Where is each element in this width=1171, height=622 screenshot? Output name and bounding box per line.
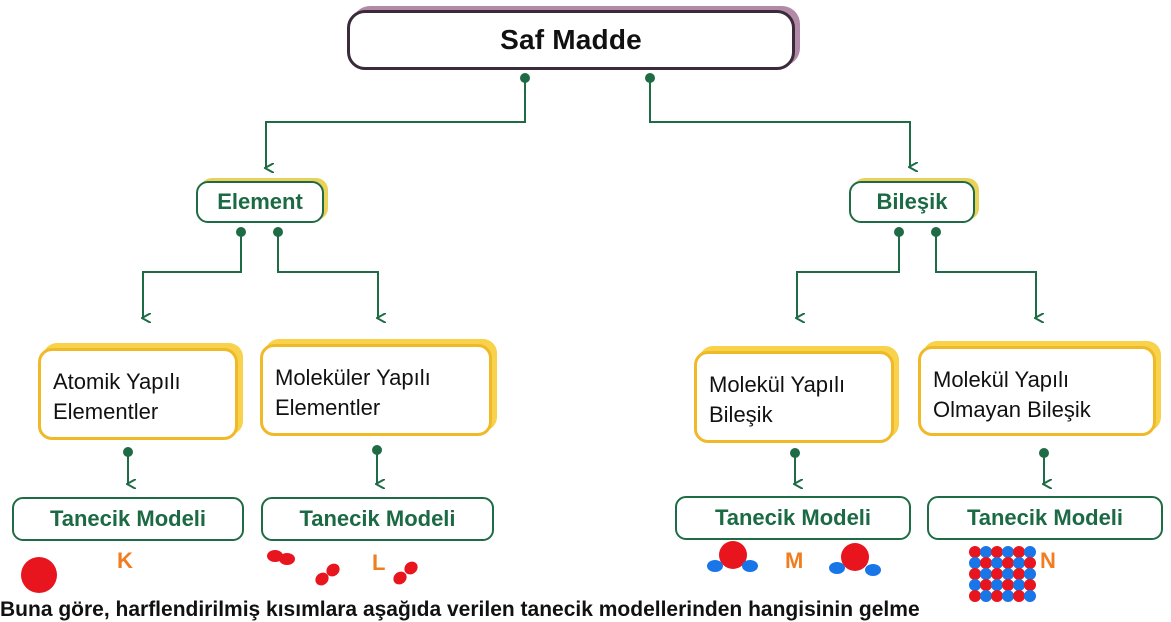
lattice-ion: [980, 546, 992, 558]
node-molekul-yapili-olmayan-bilesik: Molekül Yapılı Olmayan Bileşik: [918, 346, 1156, 436]
lattice-ion: [969, 579, 981, 591]
letter-n: N: [1040, 548, 1056, 573]
lattice-ion: [969, 557, 981, 569]
letter-k: K: [117, 548, 133, 573]
node-molekuler-yapili-elementler: Moleküler Yapılı Elementler: [260, 344, 492, 436]
lattice-ion: [1002, 579, 1014, 591]
node-molekul-yapili-bilesik: Molekül Yapılı Bileşik: [694, 351, 894, 443]
lattice-ion: [1013, 568, 1025, 580]
category-line1: Moleküler Yapılı: [275, 365, 431, 390]
lattice-ion: [1013, 557, 1025, 569]
root-node-saf-madde: Saf Madde: [347, 10, 795, 70]
lattice-ion: [1002, 568, 1014, 580]
lattice-ion: [1024, 557, 1036, 569]
category-line1: Atomik Yapılı: [53, 369, 181, 394]
particle-molecules-l: [267, 550, 418, 586]
tanecik-modeli-label: Tanecik Modeli: [299, 506, 456, 531]
category-line1: Molekül Yapılı: [709, 372, 846, 397]
node-element-label: Element: [217, 189, 303, 214]
lattice-ion: [1013, 579, 1025, 591]
lattice-ion: [1002, 590, 1014, 602]
lattice-ion: [991, 590, 1003, 602]
tanecik-modeli-label: Tanecik Modeli: [714, 505, 872, 530]
particle-molecules-m: [707, 541, 881, 576]
lattice-ion: [991, 579, 1003, 591]
node-bilesik: Bileşik: [849, 181, 975, 223]
lattice-ion: [1024, 568, 1036, 580]
letter-m: M: [785, 548, 804, 573]
lattice-ion: [969, 546, 981, 558]
node-element: Element: [196, 181, 324, 223]
lattice-ion: [1002, 557, 1014, 569]
tanecik-modeli-label: Tanecik Modeli: [966, 505, 1124, 530]
particle-atom-k: [21, 557, 57, 593]
tanecik-modeli-box-m: Tanecik Modeli: [675, 496, 911, 540]
lattice-ion: [991, 557, 1003, 569]
lattice-ion: [991, 568, 1003, 580]
lattice-ion: [980, 557, 992, 569]
category-line1: Molekül Yapılı: [933, 367, 1070, 392]
lattice-ion: [980, 568, 992, 580]
tanecik-modeli-box-l: Tanecik Modeli: [261, 497, 494, 541]
category-line2: Elementler: [53, 399, 159, 424]
question-text: Buna göre, harflendirilmiş kısımlara aşa…: [0, 598, 920, 621]
category-line2: Bileşik: [709, 402, 773, 427]
letter-l: L: [372, 550, 386, 575]
lattice-ion: [1024, 546, 1036, 558]
lattice-ion: [1013, 590, 1025, 602]
lattice-ion: [1024, 590, 1036, 602]
root-label: Saf Madde: [500, 24, 642, 55]
lattice-ion: [980, 590, 992, 602]
tanecik-modeli-label: Tanecik Modeli: [49, 506, 207, 531]
node-atomik-yapili-elementler: Atomik Yapılı Elementler: [38, 348, 238, 440]
category-line2: Elementler: [275, 395, 381, 420]
lattice-ion: [1024, 579, 1036, 591]
lattice-ion: [991, 546, 1003, 558]
particle-lattice-n: [969, 546, 1036, 602]
tanecik-modeli-box-n: Tanecik Modeli: [927, 496, 1163, 540]
lattice-ion: [980, 579, 992, 591]
lattice-ion: [1013, 546, 1025, 558]
tanecik-modeli-box-k: Tanecik Modeli: [12, 497, 244, 541]
lattice-ion: [1002, 546, 1014, 558]
category-line2: Olmayan Bileşik: [933, 397, 1091, 422]
lattice-ion: [969, 568, 981, 580]
lattice-ion: [969, 590, 981, 602]
node-bilesik-label: Bileşik: [876, 189, 948, 214]
